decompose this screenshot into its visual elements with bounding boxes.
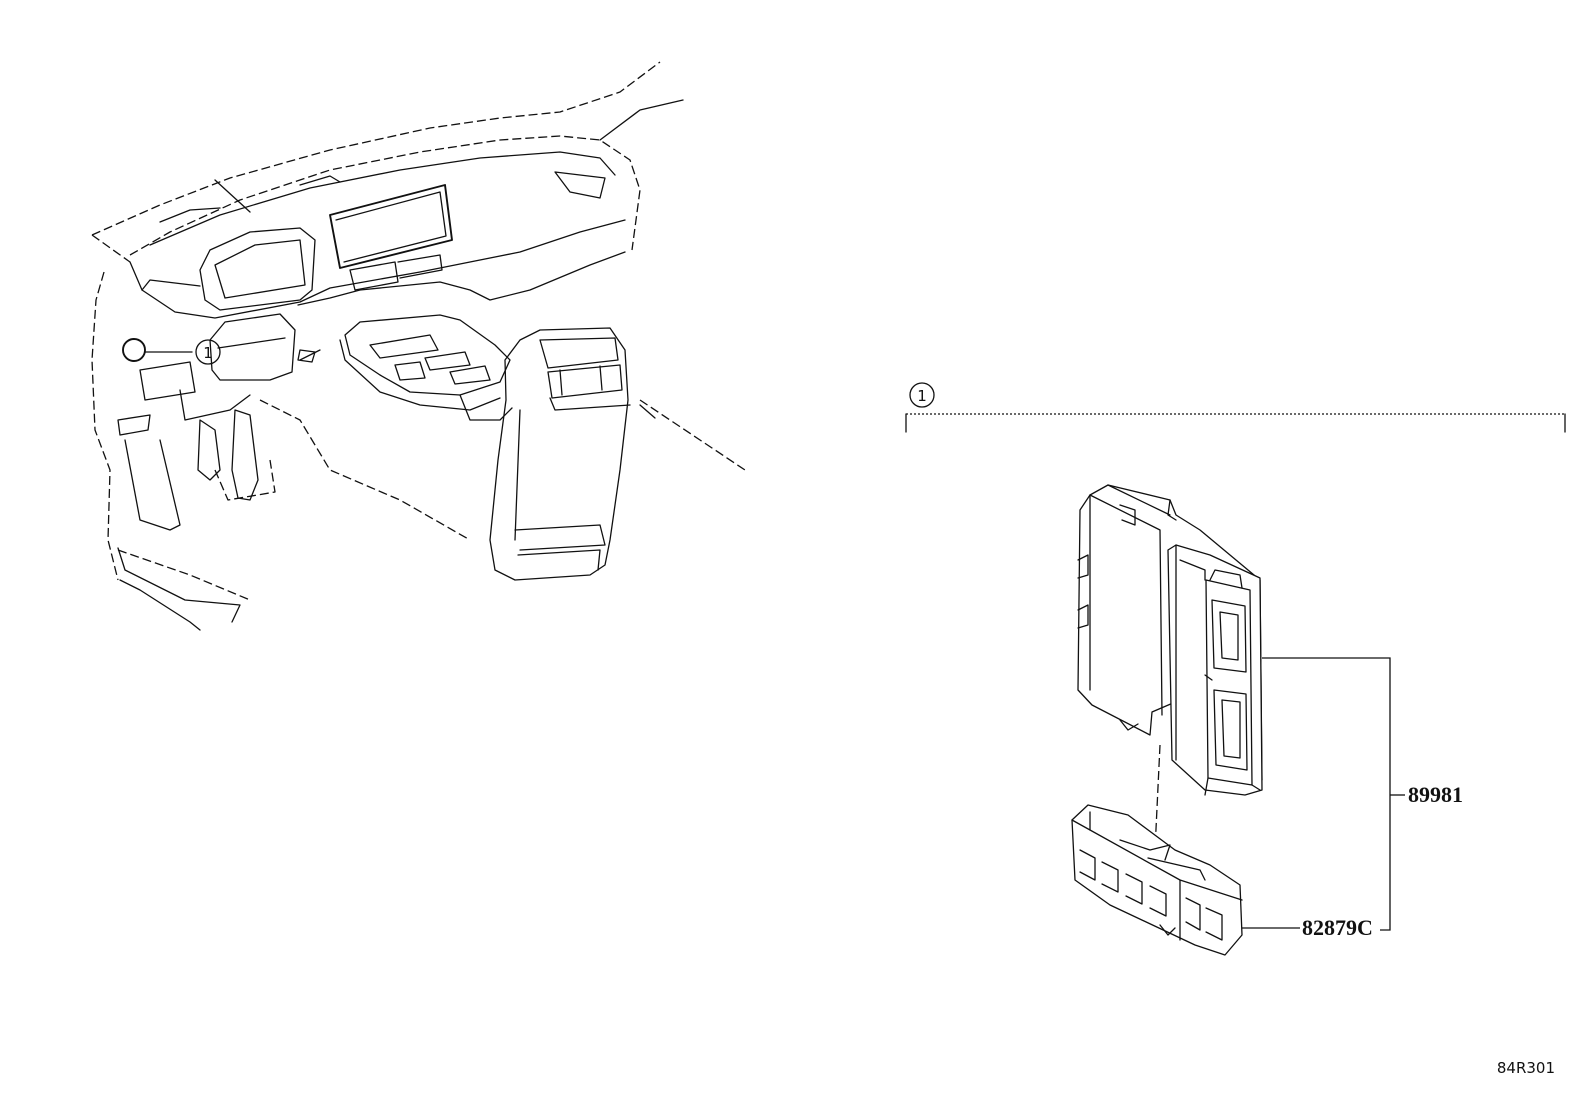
dashboard-callout-number: 1 xyxy=(203,344,213,362)
dashboard-callout-circle xyxy=(195,339,221,365)
connector xyxy=(1071,804,1243,956)
control-module xyxy=(1077,484,1263,796)
assembly-callout-circle xyxy=(909,382,935,408)
part-number-module: 89981 xyxy=(1408,782,1463,807)
assembly-line xyxy=(1154,744,1161,851)
part-number-connector: 82879C xyxy=(1302,915,1373,940)
assembly-bracket: 1 xyxy=(905,382,1566,433)
leader-lines xyxy=(1242,657,1405,931)
illustration-code: 84R301 xyxy=(1497,1059,1555,1077)
assembly-callout-number: 1 xyxy=(917,387,927,405)
dashboard-illustration: 1 xyxy=(91,61,746,631)
component-location-marker xyxy=(122,338,146,362)
